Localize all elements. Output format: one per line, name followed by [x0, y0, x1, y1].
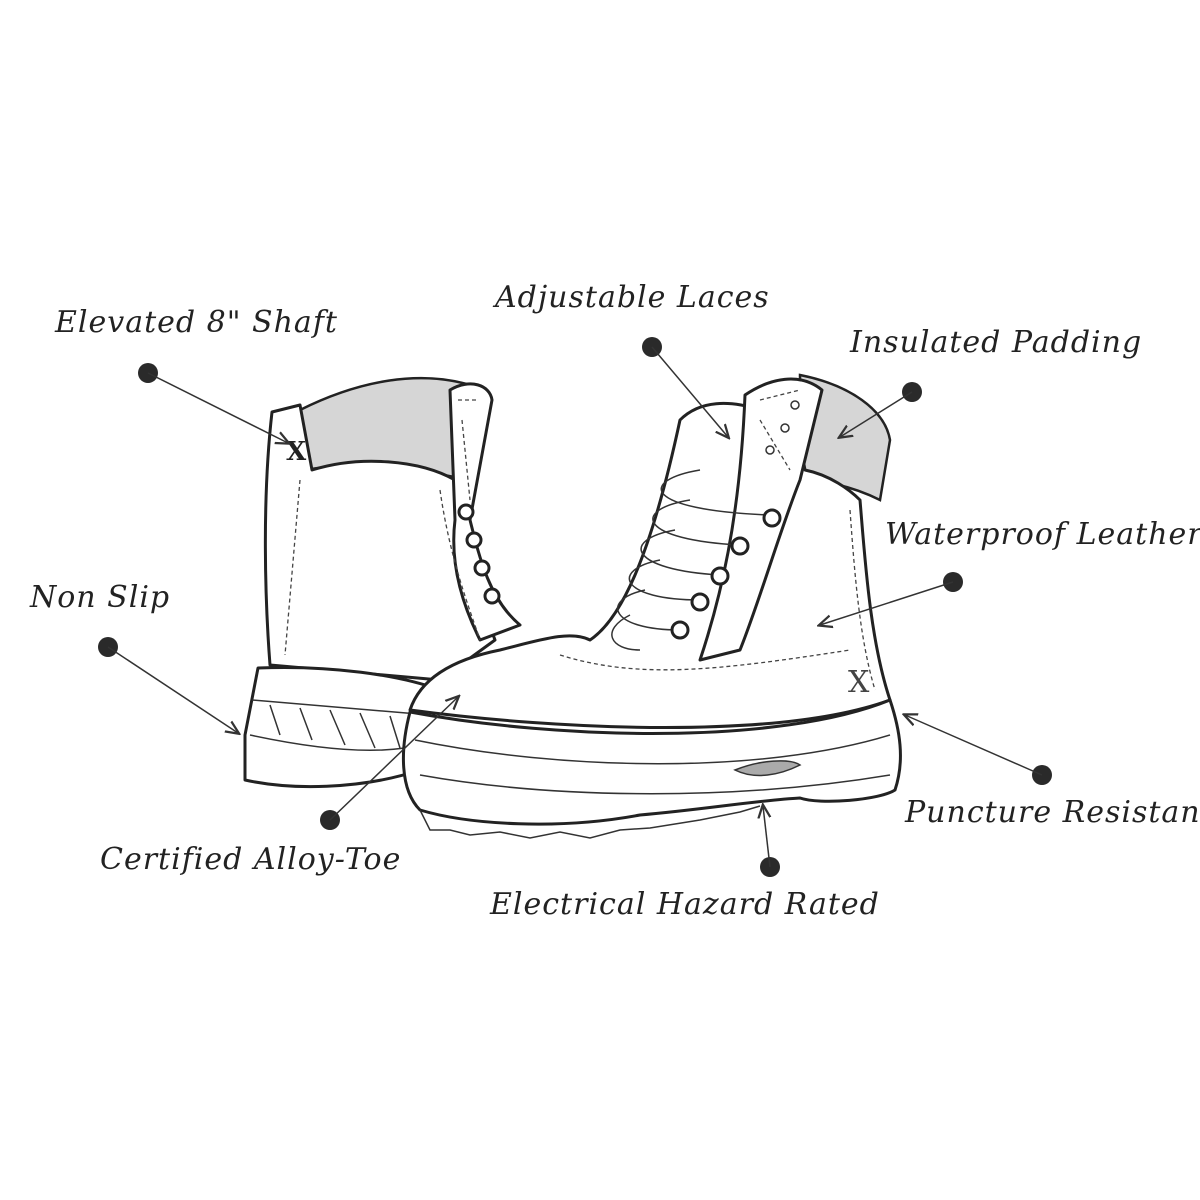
callout-line-toe: [329, 697, 458, 821]
callout-line-laces: [651, 346, 728, 437]
callout-line-padding: [840, 391, 913, 437]
callout-label-nonslip: Non Slip: [30, 580, 171, 615]
left-boot-logo: X: [286, 437, 307, 467]
callout-label-hazard: Electrical Hazard Rated: [490, 887, 880, 922]
right-boot-shank: [733, 760, 802, 777]
callout-label-leather: Waterproof Leather: [885, 517, 1200, 552]
left-boot: X: [243, 376, 522, 789]
right-boot-logo: X: [848, 665, 870, 700]
callout-leaders: [98, 337, 1052, 877]
right-boot-laces: [611, 469, 771, 651]
callout-line-shaft: [147, 372, 288, 443]
callout-label-puncture: Puncture Resistant: [905, 795, 1200, 830]
right-boot-tongue: [698, 377, 824, 662]
callout-label-padding: Insulated Padding: [850, 325, 1143, 360]
callout-line-nonslip: [107, 646, 238, 733]
callout-label-toe: Certified Alloy-Toe: [100, 842, 402, 877]
callout-label-laces: Adjustable Laces: [495, 280, 770, 315]
right-boot-sole: [402, 698, 902, 826]
callout-line-leather: [820, 581, 954, 625]
callout-label-shaft: Elevated 8" Shaft: [55, 305, 338, 340]
callout-line-puncture: [905, 715, 1043, 776]
callout-line-hazard: [763, 806, 770, 868]
